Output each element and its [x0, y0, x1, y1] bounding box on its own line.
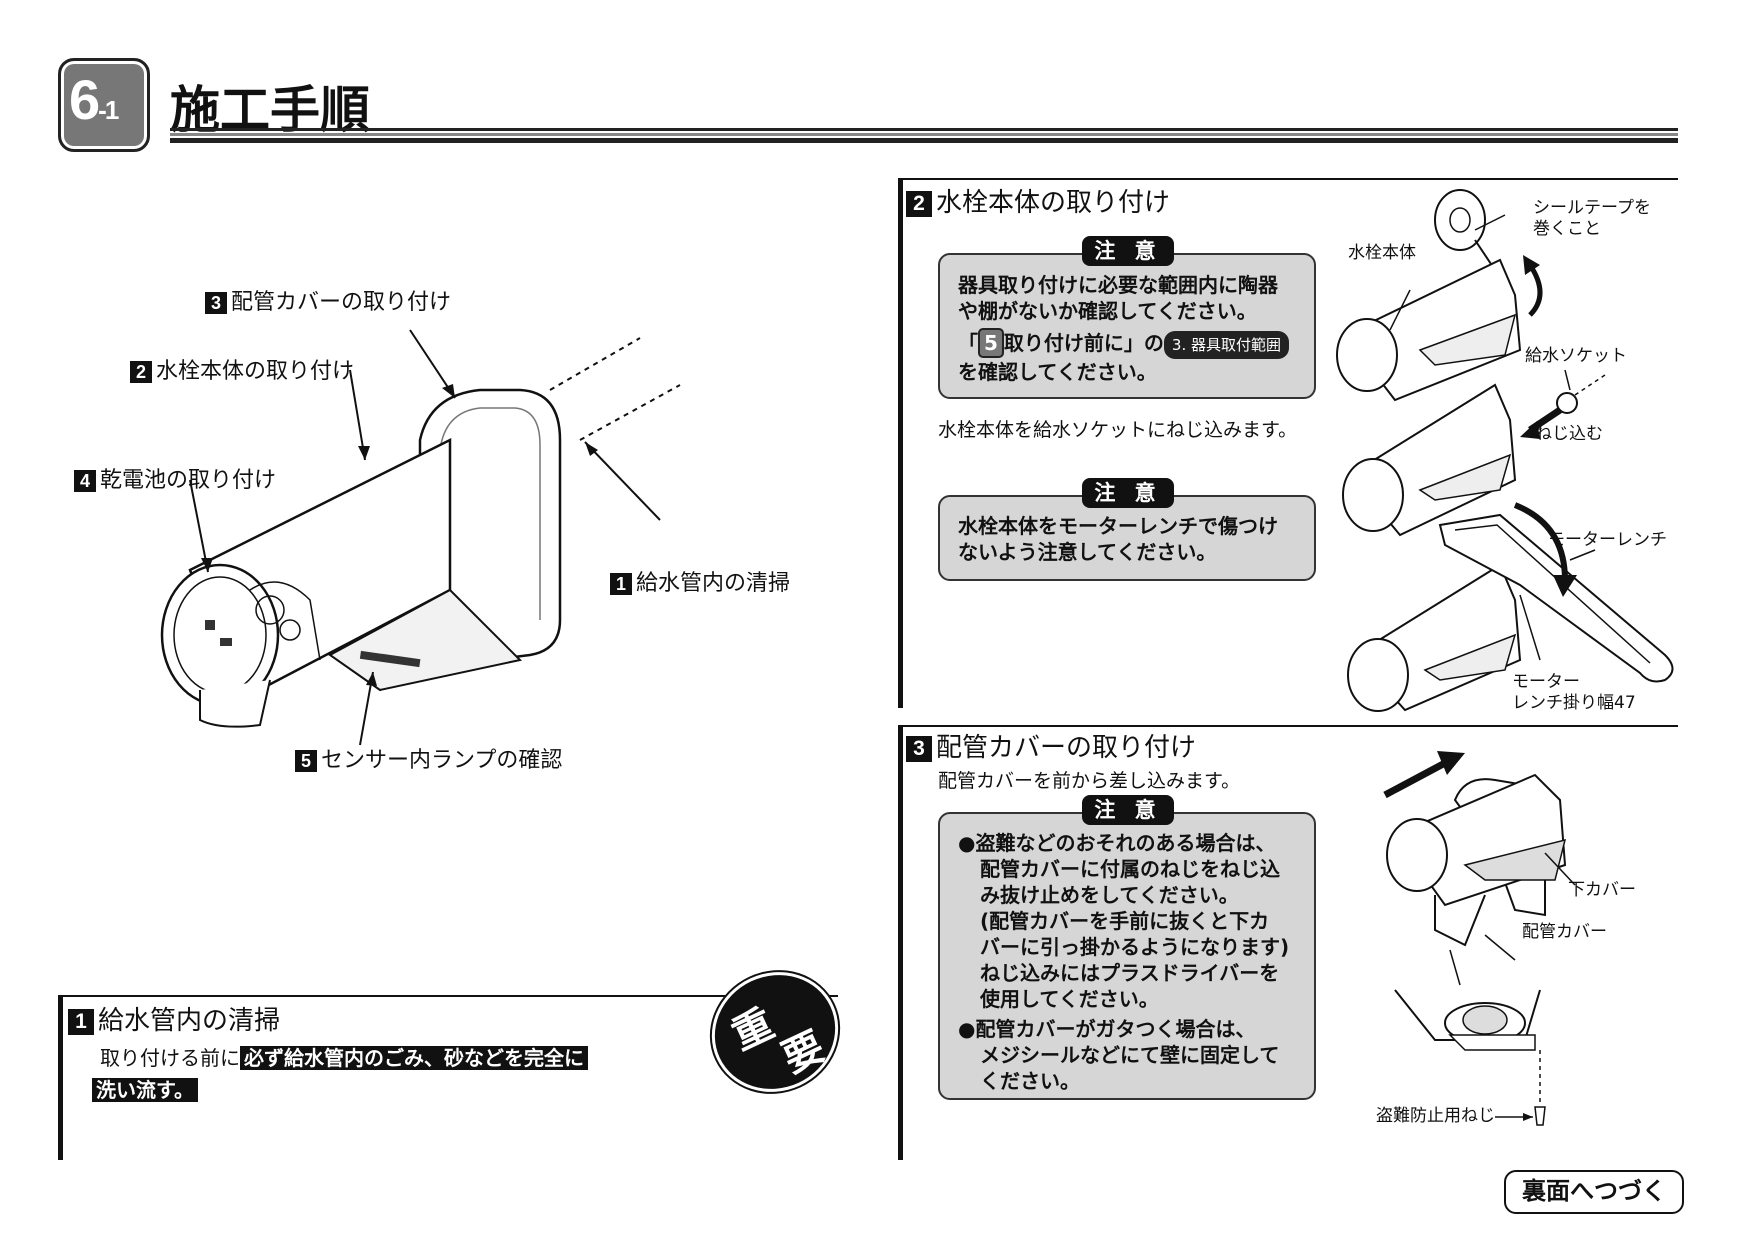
- label-anti-theft-screw: 盗難防止用ねじ: [1376, 1106, 1495, 1126]
- title-rule: [170, 138, 1678, 143]
- step3-bar: [898, 725, 903, 1160]
- badge-sub: -1: [98, 95, 119, 125]
- step1-highlight: 洗い流す。: [92, 1078, 198, 1102]
- step1-bar: [58, 995, 63, 1160]
- title-rule: [170, 128, 1678, 131]
- step1-rule: [58, 995, 838, 997]
- important-badge: 重 要: [696, 955, 854, 1109]
- step2-caution-2: [938, 495, 1316, 581]
- step3-rule: [898, 725, 1678, 727]
- label-lower-cover: 下カバー: [1568, 880, 1636, 900]
- step2-caution-2-text: 水栓本体をモーターレンチで傷つけ ないよう注意してください。: [958, 514, 1278, 564]
- title-rule: [170, 133, 1678, 136]
- label-pipe-cover: 配管カバー: [1522, 922, 1607, 942]
- section-number: 6-1: [69, 67, 119, 132]
- step2-illustration: [1336, 189, 1674, 712]
- step2-instruction: 水栓本体を給水ソケットにねじ込みます。: [938, 419, 1298, 441]
- page-title: 施工手順: [170, 81, 370, 139]
- step2-caution-1: [938, 253, 1316, 399]
- label-motor-wrench: モーターレンチ: [1548, 530, 1667, 550]
- ref-section-pill: 3. 器具取付範囲: [1163, 331, 1290, 359]
- label-faucet-body: 水栓本体: [1348, 243, 1416, 263]
- step1-text-2: 洗い流す。: [92, 1074, 198, 1103]
- badge-main: 6: [69, 68, 100, 131]
- ref-step-badge: 5: [978, 328, 1004, 358]
- label-seal-tape: シールテープを巻くこと: [1533, 198, 1651, 239]
- label-supply-socket: 給水ソケット: [1525, 346, 1627, 366]
- step3-caution-text: ●盗難などのおそれのある場合は、 配管カバーに付属のねじをねじ込 み抜け止めをし…: [958, 831, 1290, 1093]
- label-wrench-width: モーターレンチ掛り幅47: [1512, 672, 1636, 713]
- step1-highlight: 必ず給水管内のごみ、砂などを完全に: [240, 1046, 588, 1070]
- step3-instruction: 配管カバーを前から差し込みます。: [938, 770, 1241, 792]
- step2-bar: [898, 178, 903, 708]
- step2-rule: [898, 178, 1678, 180]
- step3-illustration: [1383, 751, 1576, 1126]
- step1-text: 取り付ける前に必ず給水管内のごみ、砂などを完全に: [100, 1042, 588, 1071]
- continued-on-back-label: 裏面へつづく: [1504, 1170, 1684, 1214]
- step3-caution: [938, 812, 1316, 1100]
- caution-tag: 注 意: [1082, 236, 1174, 266]
- faucet-overview-illustration: [160, 329, 681, 746]
- caution-tag: 注 意: [1082, 795, 1174, 825]
- section-badge: 6-1: [58, 58, 150, 152]
- caution-tag: 注 意: [1082, 478, 1174, 508]
- label-screw-in: ねじ込む: [1535, 424, 1603, 444]
